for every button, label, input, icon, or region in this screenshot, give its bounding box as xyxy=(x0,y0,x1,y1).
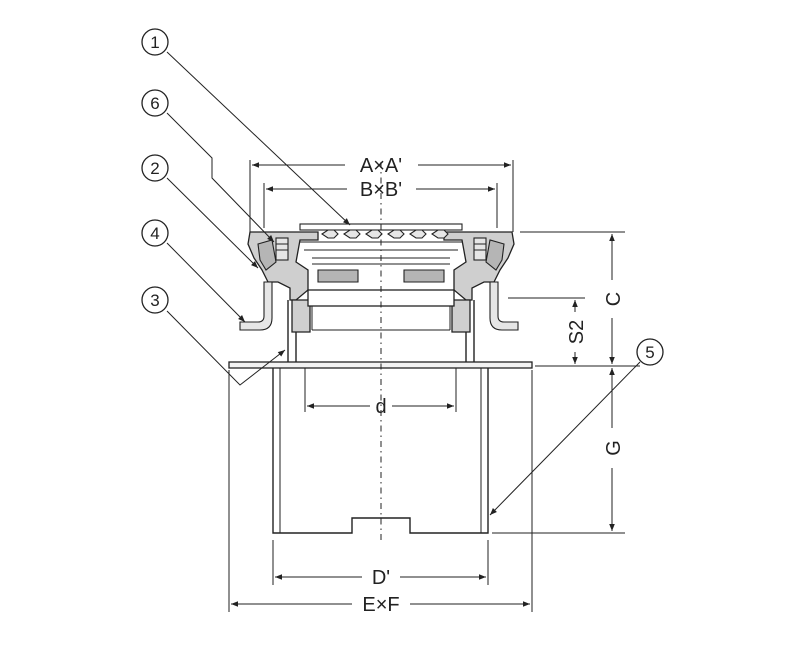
part-bubble-6: 6 xyxy=(141,89,169,117)
label-bxb: B×B' xyxy=(360,179,402,201)
part-bubble-5: 5 xyxy=(636,338,664,366)
dimension-c: C xyxy=(520,231,640,367)
dimension-axa: A×A' xyxy=(249,155,514,232)
dimension-s2: S2 xyxy=(508,297,588,364)
anchor-bolts xyxy=(239,281,519,331)
drain-body xyxy=(272,368,489,534)
part-bubble-3: 3 xyxy=(141,286,169,314)
frame-casting-right xyxy=(443,231,515,333)
part-number-2: 2 xyxy=(150,159,159,178)
part-bubble-4: 4 xyxy=(141,219,169,247)
label-c: C xyxy=(603,292,625,306)
label-d: d xyxy=(375,396,386,418)
dimension-g: G xyxy=(492,368,625,534)
part-number-5: 5 xyxy=(645,343,654,362)
dimension-d-prime: D' xyxy=(272,540,489,589)
leader-lines xyxy=(166,51,641,516)
dimension-exf: E×F xyxy=(228,370,533,616)
label-g: G xyxy=(603,440,625,456)
part-bubble-2: 2 xyxy=(141,154,169,182)
label-axa: A×A' xyxy=(360,155,402,177)
part-number-4: 4 xyxy=(150,224,159,243)
inner-ring xyxy=(307,257,455,331)
label-exf: E×F xyxy=(362,594,399,616)
part-bubble-1: 1 xyxy=(141,28,169,56)
label-d-prime: D' xyxy=(372,567,390,589)
part-number-3: 3 xyxy=(150,291,159,310)
dimension-bxb: B×B' xyxy=(263,179,498,228)
dimension-d: d xyxy=(307,396,454,418)
part-number-1: 1 xyxy=(150,33,159,52)
frame-casting-left xyxy=(247,231,319,333)
screws xyxy=(275,237,487,261)
label-s2: S2 xyxy=(566,320,588,344)
part-number-6: 6 xyxy=(150,94,159,113)
